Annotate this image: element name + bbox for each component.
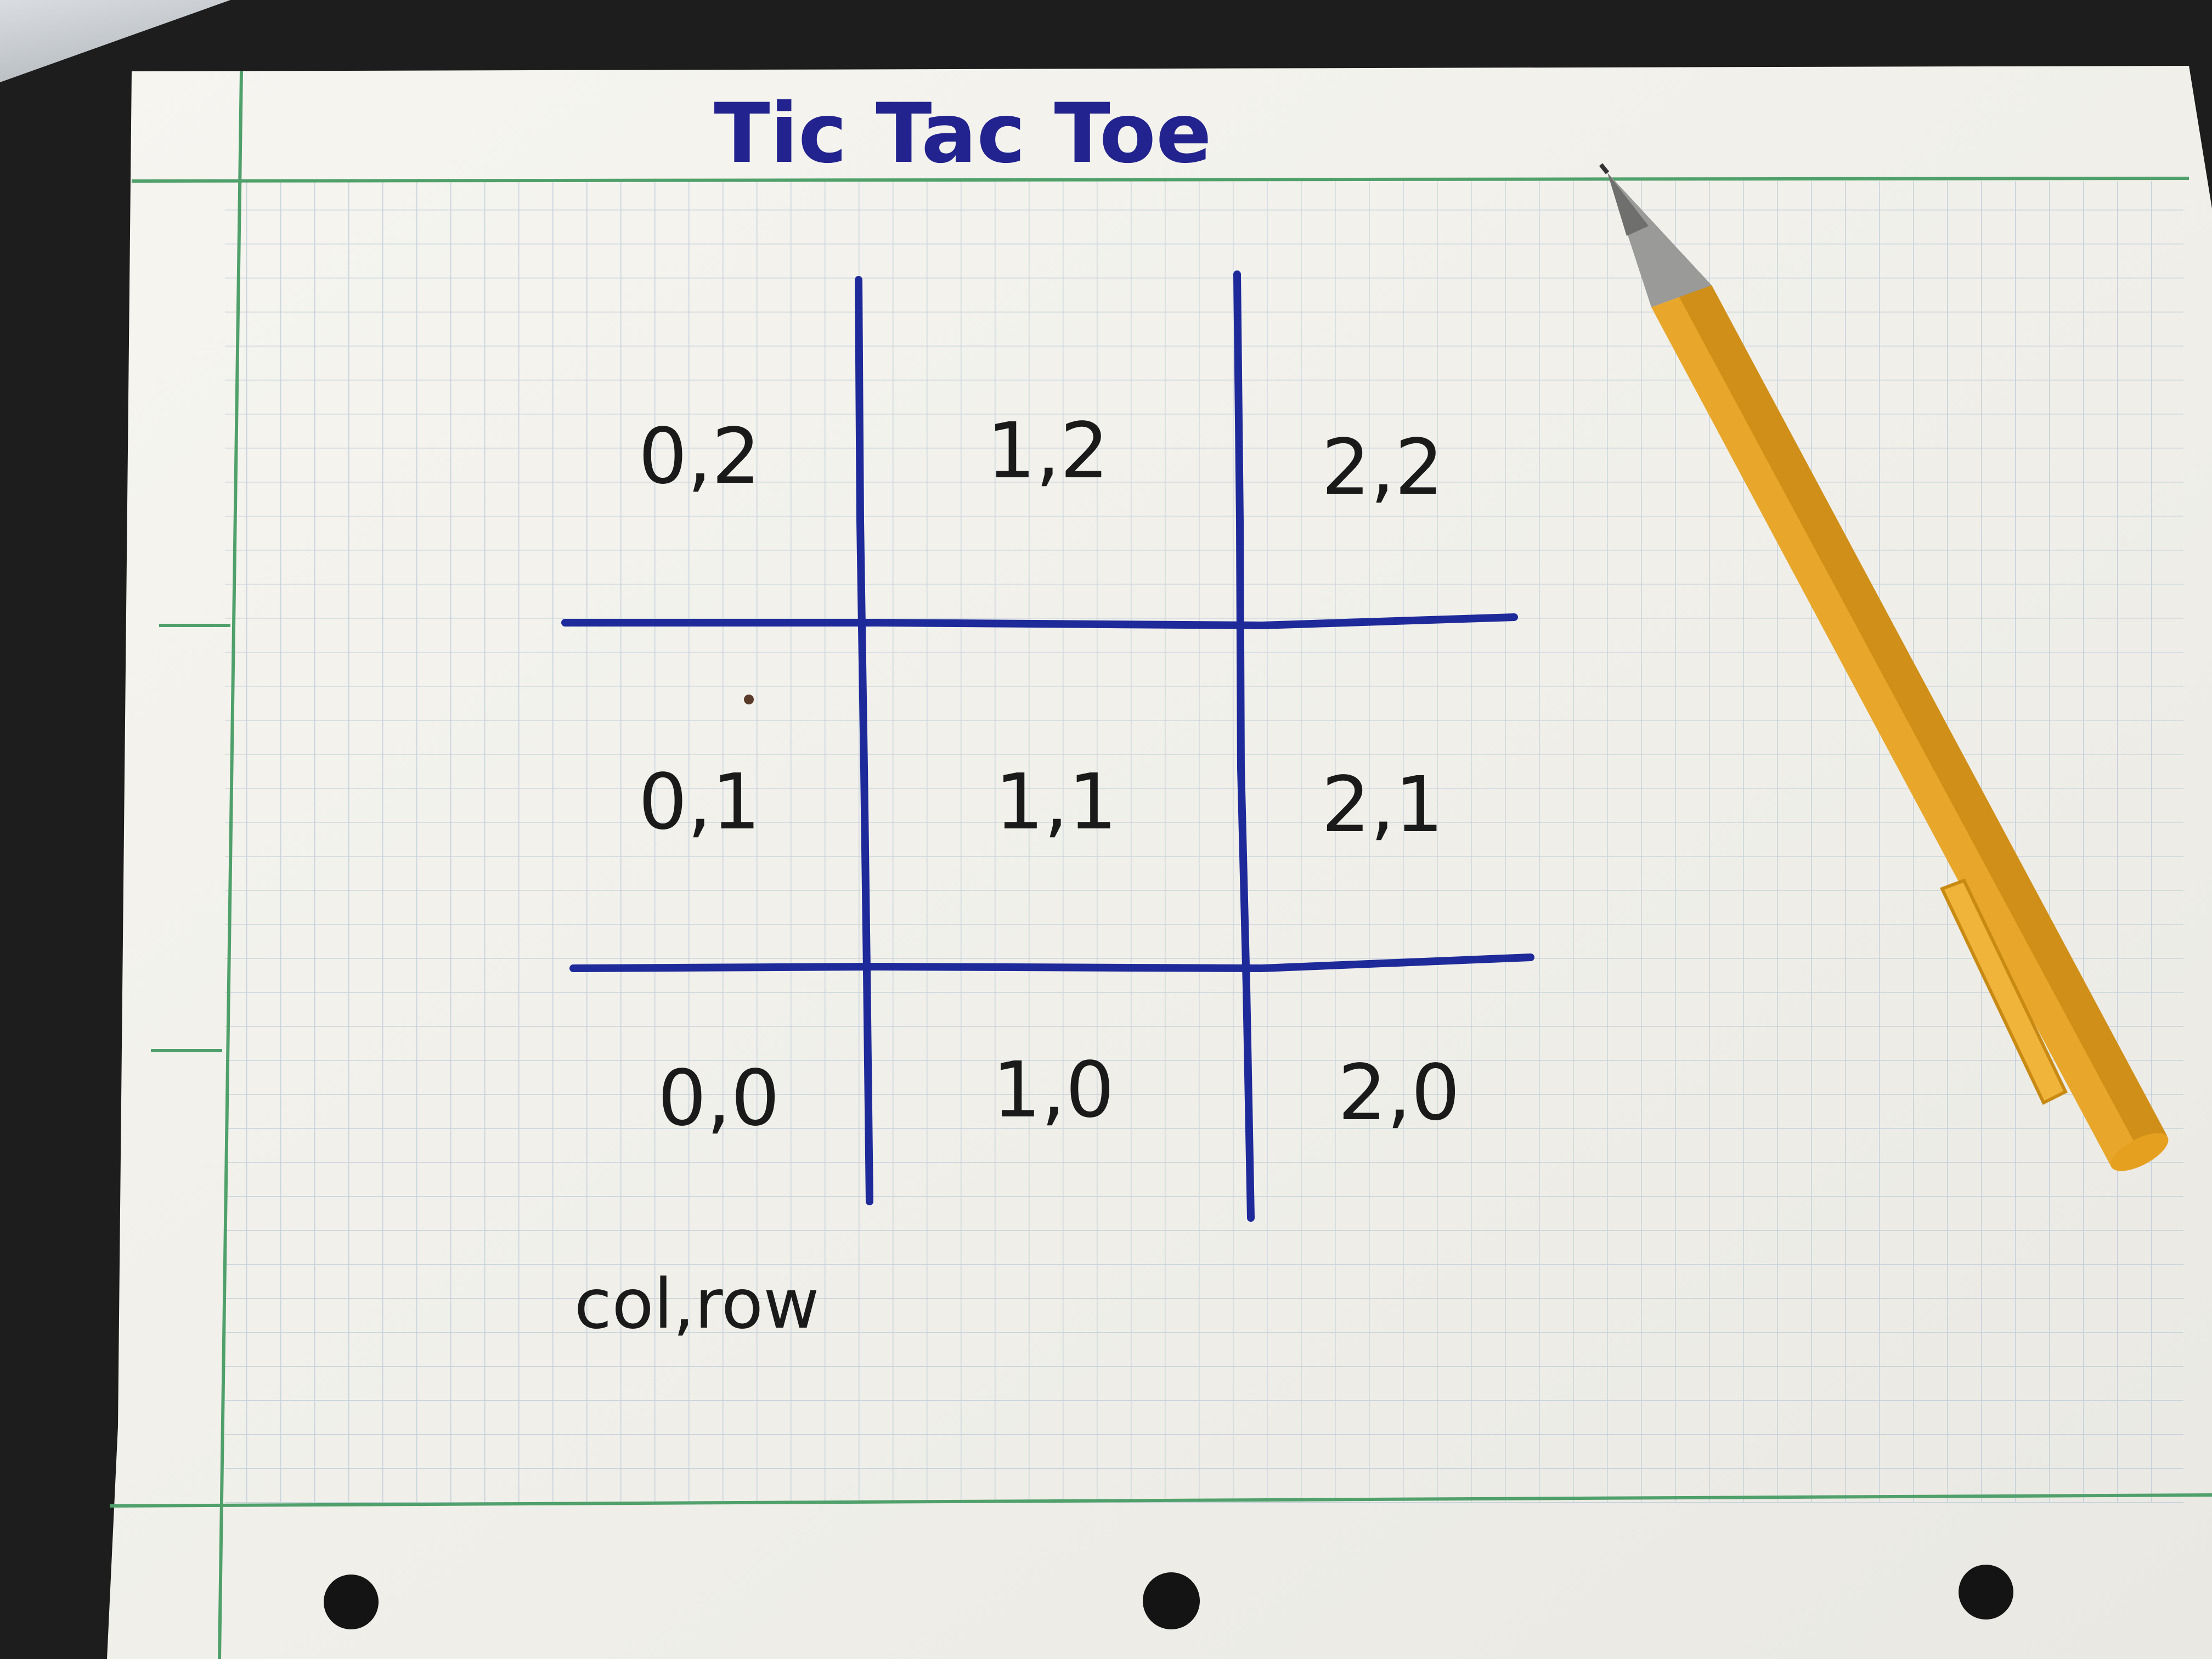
cell-label: 1,0 (992, 1046, 1115, 1135)
board-line-vertical-left (855, 276, 873, 1205)
pencil-icon (1599, 163, 2169, 1171)
cell-label: 2,0 (1338, 1048, 1460, 1138)
cell-label: 2,1 (1322, 760, 1444, 850)
sheet-title: Tic Tac Toe (714, 86, 1211, 182)
binder-hole-center (1143, 1572, 1200, 1629)
pencil-dot (744, 695, 754, 704)
binder-holes (324, 1565, 2013, 1629)
cell-label: 0,0 (658, 1054, 780, 1143)
tic-tac-toe-board (561, 270, 1534, 1222)
coordinate-legend: col,row (574, 1265, 819, 1344)
binder-hole-left (324, 1575, 379, 1629)
board-line-horizontal-top (561, 613, 1518, 630)
margin-lines (109, 71, 2212, 1659)
binder-hole-right (1959, 1565, 2013, 1620)
cell-label: 0,2 (639, 412, 761, 501)
cell-label: 1,1 (995, 758, 1118, 847)
board-line-vertical-right (1233, 270, 1255, 1222)
graph-grid (225, 181, 2183, 1503)
cell-labels: 0,2 1,2 2,2 0,1 1,1 2,1 0,0 1,0 2,0 (639, 407, 1460, 1143)
cell-label: 2,2 (1322, 423, 1444, 512)
board-line-horizontal-bottom (569, 953, 1534, 973)
cell-label: 0,1 (639, 758, 761, 847)
cell-label: 1,2 (987, 407, 1109, 496)
